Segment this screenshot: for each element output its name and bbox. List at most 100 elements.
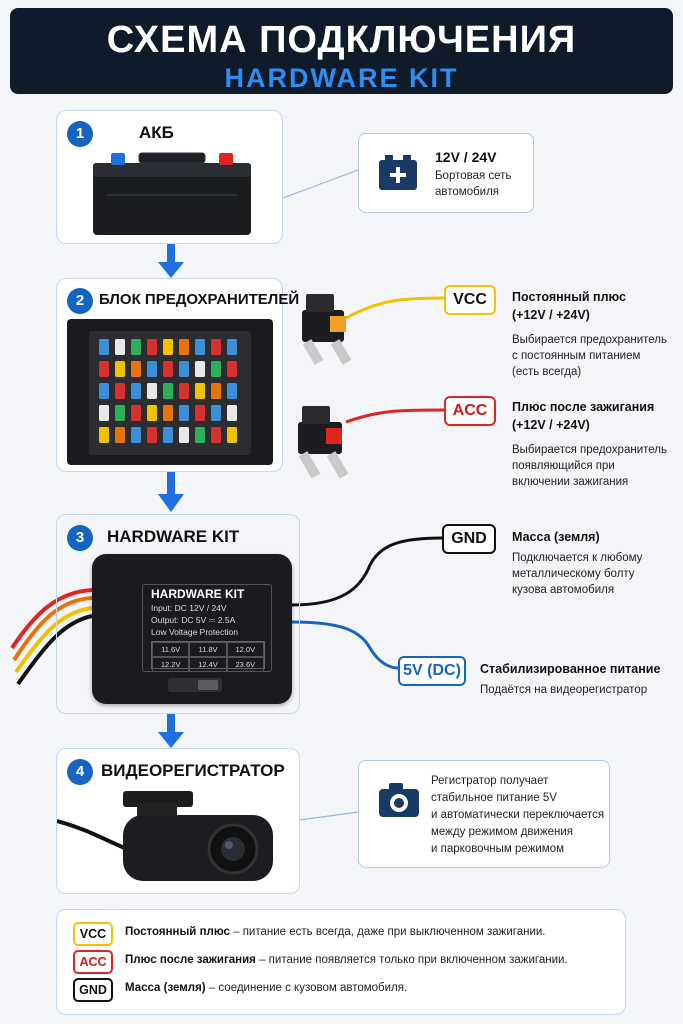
step-number-4: 4: [67, 759, 93, 785]
header-banner: СХЕМА ПОДКЛЮЧЕНИЯ HARDWARE KIT: [10, 8, 673, 94]
kit-voltage-cell: 12.4V: [189, 657, 227, 672]
fuse: [163, 427, 173, 443]
kit-voltage-cell: 11.6V: [152, 642, 190, 657]
arrow-down-icon: [158, 244, 184, 278]
legend-tag-vcc: VCC: [73, 922, 113, 946]
acc-desc-3: включении зажигания: [512, 476, 629, 488]
camera-connector-line: [299, 811, 359, 821]
fuse: [227, 383, 237, 399]
hardware-kit-device: HARDWARE KIT Input: DC 12V / 24V Output:…: [92, 554, 292, 704]
dc5v-desc: Подаётся на видеорегистратор: [480, 684, 648, 696]
kit-label-panel: HARDWARE KIT Input: DC 12V / 24V Output:…: [142, 584, 272, 672]
vcc-title: Постоянный плюс: [512, 290, 627, 304]
fuse: [163, 339, 173, 355]
fuse: [211, 339, 221, 355]
kit-label-input: Input: DC 12V / 24V: [151, 603, 227, 613]
fuse: [115, 339, 125, 355]
kit-voltage-cell: 23.6V: [226, 657, 264, 672]
fuse: [99, 339, 109, 355]
gnd-desc-1: Подключается к любому: [512, 552, 643, 564]
fuse: [147, 427, 157, 443]
fuse: [163, 361, 173, 377]
fuse: [195, 339, 205, 355]
step-number-1: 1: [67, 121, 93, 147]
page-title: СХЕМА ПОДКЛЮЧЕНИЯ: [106, 19, 577, 61]
page-subtitle: HARDWARE KIT: [224, 63, 459, 93]
kit-left-wire-orange: [12, 596, 93, 662]
gnd-wire: [291, 536, 443, 607]
dashcam-info-line2: стабильное питание 5V: [431, 792, 557, 804]
kit-label-title: HARDWARE KIT: [151, 587, 245, 601]
acc-title-voltage: (+12V / +24V): [512, 418, 590, 432]
step-title-fusebox: БЛОК ПРЕДОХРАНИТЕЛЕЙ: [99, 291, 300, 308]
fuse: [147, 361, 157, 377]
dc5v-tag: 5V (DC): [398, 656, 466, 686]
battery-info-line2: автомобиля: [435, 186, 500, 198]
fuse: [163, 383, 173, 399]
dc5v-title: Стабилизированное питание: [480, 662, 661, 676]
fuse: [211, 383, 221, 399]
step-number-2: 2: [67, 288, 93, 314]
fuse: [195, 405, 205, 421]
battery-info-card: 12V / 24V Бортовая сеть автомобиля: [358, 133, 534, 213]
dashcam-info-line5: и парковочным режимом: [431, 843, 565, 855]
battery-card: 1 АКБ: [56, 110, 283, 244]
vcc-tag: VCC: [444, 285, 496, 315]
fuse: [131, 383, 141, 399]
fuse: [99, 361, 109, 377]
vcc-desc-2: с постоянным питанием: [512, 350, 641, 362]
fuse: [227, 339, 237, 355]
vcc-desc-1: Выбирается предохранитель: [512, 334, 667, 346]
fuse-tap-icon: [302, 294, 352, 365]
acc-tag: ACC: [444, 396, 496, 426]
legend-text-vcc: Постоянный плюс – питание есть всегда, д…: [125, 926, 546, 938]
vcc-wire: [345, 296, 445, 320]
fuse: [115, 361, 125, 377]
fuse: [147, 405, 157, 421]
step-number-3: 3: [67, 525, 93, 551]
fuse: [131, 361, 141, 377]
dashcam-info-line1: Регистратор получает: [431, 775, 549, 787]
kit-voltage-cell: 12.2V: [152, 657, 190, 672]
dashcam-info-line4: между режимом движения: [431, 826, 574, 838]
fuse: [227, 427, 237, 443]
fuse: [211, 405, 221, 421]
dashcam-info-card: Регистратор получает стабильное питание …: [358, 760, 610, 868]
kit-voltage-cell: 11.8V: [189, 642, 227, 657]
battery-voltage: 12V / 24V: [435, 149, 497, 165]
camera-icon: [379, 783, 419, 817]
fuse: [179, 339, 189, 355]
step-title-kit: HARDWARE KIT: [107, 527, 240, 546]
kit-voltage-cell: 12.0V: [226, 642, 264, 657]
fusebox-card: 2 БЛОК ПРЕДОХРАНИТЕЛЕЙ: [56, 278, 299, 472]
fuse: [147, 383, 157, 399]
battery-info-line1: Бортовая сеть: [435, 170, 512, 182]
kit-left-wire-red: [10, 588, 93, 650]
fuse: [179, 383, 189, 399]
gnd-desc-2: металлическому болту: [512, 568, 635, 580]
kit-voltage-switch[interactable]: [168, 678, 222, 692]
fuse: [99, 383, 109, 399]
hardware-kit-card: 3 HARDWARE KIT: [56, 514, 300, 714]
kit-label-lvp: Low Voltage Protection: [151, 627, 238, 637]
kit-label-output: Output: DC 5V ⎓ 2.5A: [151, 615, 236, 625]
step-title-dashcam: ВИДЕОРЕГИСТРАТОР: [101, 761, 285, 780]
dashcam-info-line3: и автоматически переключается: [431, 809, 605, 821]
legend-text-acc: Плюс после зажигания – питание появляетс…: [125, 954, 568, 966]
fuse: [227, 361, 237, 377]
fuse: [131, 339, 141, 355]
kit-voltage-grid: 11.6V 11.8V 12.0V 12.2V 12.4V 23.6V: [151, 641, 265, 672]
dashcam-card: 4 ВИДЕОРЕГИСТРАТОР: [56, 748, 300, 894]
fuse: [227, 405, 237, 421]
legend-text-gnd: Масса (земля) – соединение с кузовом авт…: [125, 982, 408, 994]
fusebox-image: [67, 319, 273, 465]
fuse: [99, 427, 109, 443]
arrow-down-icon-2: [158, 472, 184, 512]
fuse: [195, 361, 205, 377]
battery-connector-line: [282, 169, 359, 199]
vcc-desc-3: (есть всегда): [512, 366, 582, 378]
legend-tag-gnd: GND: [73, 978, 113, 1002]
fuse: [179, 405, 189, 421]
fuse: [99, 405, 109, 421]
